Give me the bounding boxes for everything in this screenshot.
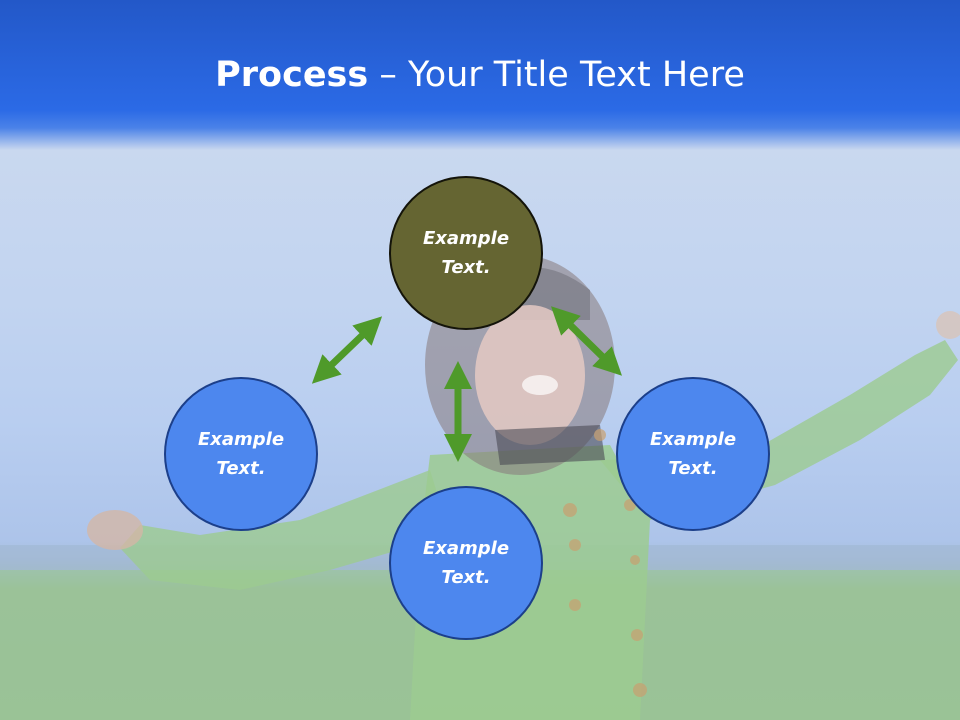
- node-left-label: Example Text.: [197, 429, 285, 479]
- node-bottom: Example Text.: [389, 486, 543, 640]
- node-left: Example Text.: [164, 377, 318, 531]
- node-top-label: Example Text.: [422, 228, 510, 278]
- arrow-top-left-icon: [311, 316, 383, 384]
- title-rest: – Your Title Text Here: [368, 55, 745, 95]
- node-right-label: Example Text.: [649, 429, 737, 479]
- node-bottom-label: Example Text.: [422, 538, 510, 588]
- arrow-top-right-icon: [551, 306, 622, 376]
- node-right: Example Text.: [616, 377, 770, 531]
- node-top: Example Text.: [389, 176, 543, 330]
- slide-title: Process – Your Title Text Here: [0, 52, 960, 98]
- title-bold: Process: [215, 55, 369, 95]
